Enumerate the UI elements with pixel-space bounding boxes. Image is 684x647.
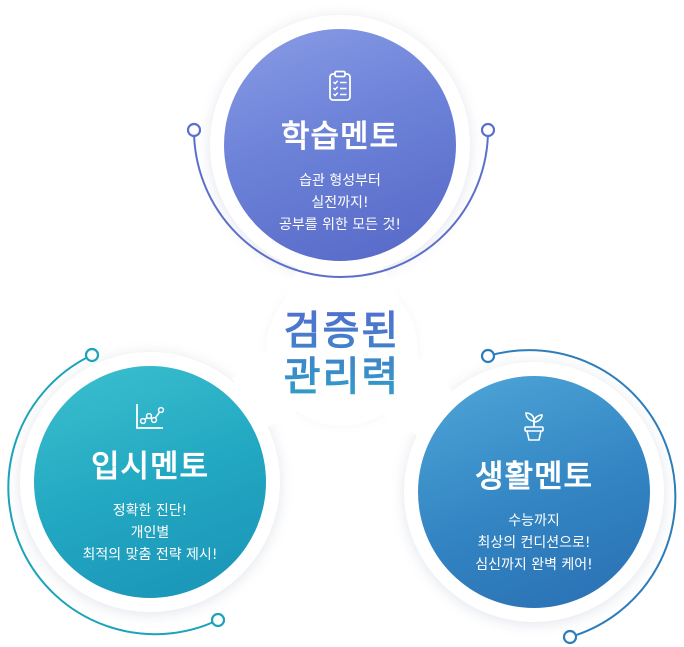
life-mentor-line-1: 수능까지 [508,512,560,529]
study-mentor-line-2: 실전까지! [311,194,369,211]
study-mentor-title: 학습멘토 [280,118,400,155]
life-orbit-dot-bottom [562,629,578,645]
study-mentor-line-3: 공부를 위한 모든 것! [278,216,401,233]
life-orbit-dot-top [480,348,496,364]
center-heading-line-1: 검증된 [283,308,401,354]
admission-mentor-line-2: 개인별 [130,524,170,541]
admission-mentor-line-3: 최적의 맞춤 전략 제시! [82,546,218,563]
life-orbit-arc [487,349,677,638]
center-heading-line-2: 관리력 [283,354,401,400]
admission-orbit-arc [7,354,219,636]
admission-orbit-dot-top [84,347,100,363]
study-mentor-circle: 학습멘토 습관 형성부터 실전까지! 공부를 위한 모든 것! [224,29,456,261]
admission-mentor-line-1: 정확한 진단! [112,502,188,519]
life-mentor-circle: 생활멘토 수능까지 최상의 컨디션으로! 심신까지 완벽 케어! [418,376,650,608]
study-orbit-arc [193,129,489,278]
clipboard-checklist-icon [329,70,351,101]
life-mentor-line-2: 최상의 컨디션으로! [477,534,591,551]
potted-plant-icon [524,411,544,441]
center-heading: 검증된 관리력 [262,308,422,400]
study-mentor-line-1: 습관 형성부터 [299,172,381,189]
life-mentor-line-3: 심신까지 완벽 케어! [475,556,593,573]
study-orbit-dot-left [186,122,202,138]
admission-mentor-circle: 입시멘토 정확한 진단! 개인별 최적의 맞춤 전략 제시! [34,366,266,598]
admission-orbit-dot-bottom [210,612,226,628]
admission-mentor-title: 입시멘토 [90,448,210,485]
line-chart-icon [136,403,165,429]
life-mentor-title: 생활멘토 [474,458,594,495]
study-orbit-dot-right [480,122,496,138]
